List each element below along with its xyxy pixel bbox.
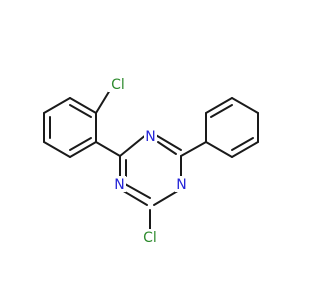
bond: [124, 183, 151, 199]
bond: [210, 104, 233, 118]
bond: [180, 141, 207, 157]
atom-cl-top-label: Cl: [111, 77, 125, 93]
bond: [205, 141, 233, 158]
bond: [95, 89, 111, 114]
atom-n2-label: N: [114, 177, 124, 193]
bond: [95, 141, 121, 157]
bond: [205, 97, 233, 114]
atom-n1-label: N: [145, 129, 155, 145]
atom-n2: N: [113, 176, 126, 193]
bond: [69, 97, 97, 114]
bond: [231, 141, 259, 158]
bond: [231, 97, 259, 114]
bond: [43, 141, 71, 158]
atom-cl-bottom: Cl: [140, 229, 160, 246]
atom-n3-label: N: [176, 177, 186, 193]
bond: [43, 97, 71, 114]
structure-canvas: N N N Cl Cl: [43, 76, 259, 246]
bond: [153, 133, 182, 151]
bond: [231, 137, 254, 151]
molecule-structure: N N N Cl Cl: [43, 76, 259, 246]
atom-cl-top: Cl: [108, 76, 128, 93]
bond: [69, 104, 92, 118]
atom-n3: N: [175, 176, 188, 193]
bond: [119, 133, 148, 157]
chlorophenyl-ring: [43, 89, 121, 158]
bond: [69, 141, 97, 158]
atom-cl-bottom-label: Cl: [143, 230, 157, 246]
atom-n1: N: [144, 128, 157, 145]
phenyl-ring: [180, 97, 259, 158]
bond: [69, 137, 92, 151]
bond: [157, 141, 177, 155]
